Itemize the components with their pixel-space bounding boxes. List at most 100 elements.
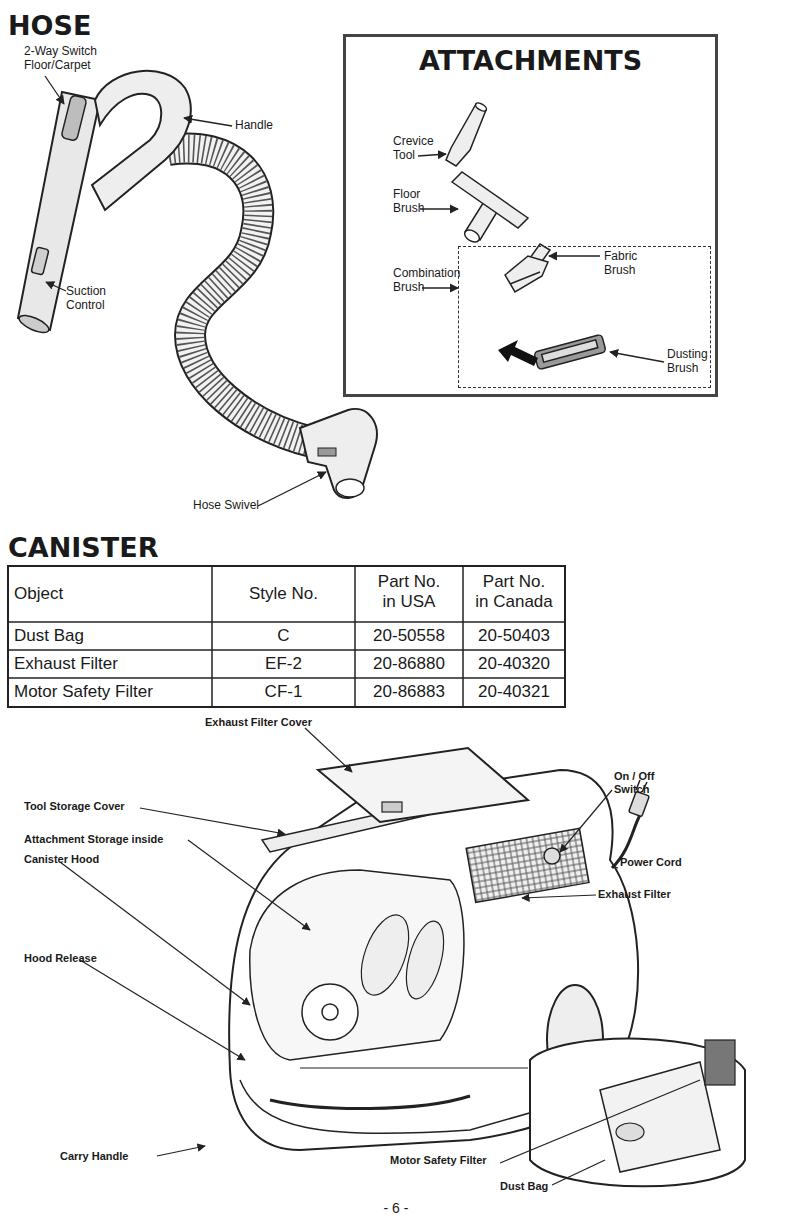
callout-label: On / Off Switch bbox=[614, 770, 669, 796]
table-cell: 20-50403 bbox=[463, 626, 565, 646]
callout-label: Motor Safety Filter bbox=[390, 1154, 520, 1167]
leader-line bbox=[560, 790, 612, 852]
filter-inset bbox=[530, 1039, 745, 1187]
floor-brush bbox=[452, 172, 528, 244]
canister-body bbox=[399, 917, 451, 1003]
callout-label: Carry Handle bbox=[60, 1150, 160, 1163]
callout-label: Tool Storage Cover bbox=[24, 800, 164, 813]
floor-brush bbox=[463, 228, 482, 245]
table-header: Style No. bbox=[212, 584, 355, 604]
canister-body bbox=[240, 1080, 540, 1133]
canister-body bbox=[302, 984, 358, 1040]
table-cell: EF-2 bbox=[212, 654, 355, 674]
exhaust-filter-cover bbox=[318, 748, 528, 822]
leader-line bbox=[612, 866, 618, 868]
table-cell: 20-50558 bbox=[355, 626, 463, 646]
hose-swivel bbox=[300, 409, 377, 498]
leader-line bbox=[300, 1067, 528, 1068]
floor-brush bbox=[452, 172, 528, 228]
canister-body bbox=[544, 848, 560, 864]
dusting-brush bbox=[498, 340, 538, 366]
hose-handle bbox=[17, 312, 51, 336]
filter-inset bbox=[600, 1062, 720, 1172]
filter-inset bbox=[616, 1123, 644, 1141]
dusting-brush bbox=[534, 334, 606, 370]
leader-line bbox=[60, 728, 700, 1185]
hose-handle bbox=[92, 71, 191, 210]
leader-line bbox=[420, 208, 458, 209]
hose-swivel bbox=[336, 479, 364, 497]
table-cell: CF-1 bbox=[212, 682, 355, 702]
fabric-brush bbox=[505, 256, 548, 292]
table-cell: 20-40320 bbox=[463, 654, 565, 674]
power-cord bbox=[629, 791, 650, 816]
section-heading: CANISTER bbox=[8, 532, 258, 564]
leader-line bbox=[80, 960, 245, 1060]
callout-label: Exhaust Filter bbox=[598, 888, 708, 901]
table-grid bbox=[8, 566, 565, 707]
dusting-brush bbox=[542, 340, 598, 362]
leader-line bbox=[522, 895, 596, 898]
table-cell: C bbox=[212, 626, 355, 646]
leader-line bbox=[418, 154, 664, 362]
leader-line bbox=[422, 287, 458, 288]
attachments-box: ATTACHMENTS Crevice ToolFloor BrushCombin… bbox=[343, 34, 718, 397]
part-label: Floor Brush bbox=[393, 187, 438, 215]
box-heading: ATTACHMENTS bbox=[346, 45, 715, 77]
leader-line bbox=[188, 840, 310, 930]
table-cell: 20-40321 bbox=[463, 682, 565, 702]
leader-line bbox=[500, 1080, 700, 1163]
table-grid bbox=[211, 566, 213, 707]
leader-line bbox=[45, 76, 64, 104]
filter-inset bbox=[530, 1039, 745, 1187]
callout-label: Power Cord bbox=[620, 856, 710, 869]
table-cell: 20-86883 bbox=[355, 682, 463, 702]
leader-line bbox=[46, 282, 66, 291]
hose-handle bbox=[61, 95, 87, 142]
table-header: Part No. in Canada bbox=[474, 572, 554, 612]
table-cell: Motor Safety Filter bbox=[14, 682, 204, 702]
table-cell: Exhaust Filter bbox=[14, 654, 204, 674]
leader-line bbox=[552, 1160, 605, 1185]
leader-line bbox=[418, 154, 446, 156]
crevice-tool bbox=[446, 101, 488, 166]
leader-line bbox=[45, 76, 326, 506]
callout-label: Handle bbox=[235, 118, 295, 132]
canister-body bbox=[270, 1096, 470, 1109]
hose-tube bbox=[168, 148, 312, 442]
leader-line bbox=[549, 255, 600, 256]
hose-handle bbox=[17, 71, 191, 336]
table-grid bbox=[8, 649, 565, 651]
canister-body bbox=[250, 870, 464, 1060]
hose-tube bbox=[168, 148, 312, 442]
leader-line bbox=[184, 118, 232, 126]
canister-body bbox=[322, 1004, 338, 1020]
callout-label: Dust Bag bbox=[500, 1180, 570, 1193]
table-header: Object bbox=[14, 584, 204, 604]
hose-swivel bbox=[318, 448, 336, 456]
page-number: - 6 - bbox=[346, 1200, 446, 1217]
table-grid bbox=[462, 566, 464, 707]
part-label: Combination Brush bbox=[393, 266, 473, 294]
crevice-tool bbox=[446, 104, 486, 166]
hose-handle bbox=[31, 247, 49, 275]
table-grid bbox=[354, 566, 356, 707]
hose-tube bbox=[168, 148, 312, 442]
callout-label: Exhaust Filter Cover bbox=[205, 716, 345, 729]
exhaust-filter-cover bbox=[318, 748, 528, 822]
fabric-brush bbox=[510, 272, 540, 284]
section-heading: HOSE bbox=[8, 10, 208, 42]
part-label: Crevice Tool bbox=[393, 134, 438, 162]
table-grid bbox=[8, 677, 565, 679]
hose-tube bbox=[168, 148, 312, 442]
combination-brush-group: Fabric BrushDusting Brush bbox=[458, 246, 711, 388]
table-cell: 20-86880 bbox=[355, 654, 463, 674]
callout-label: 2-Way Switch Floor/Carpet bbox=[24, 44, 109, 72]
leader-line bbox=[305, 728, 352, 772]
table-grid bbox=[8, 566, 565, 707]
leader-line bbox=[258, 472, 326, 506]
table-cell: Dust Bag bbox=[14, 626, 204, 646]
dusting-brush bbox=[498, 334, 606, 370]
